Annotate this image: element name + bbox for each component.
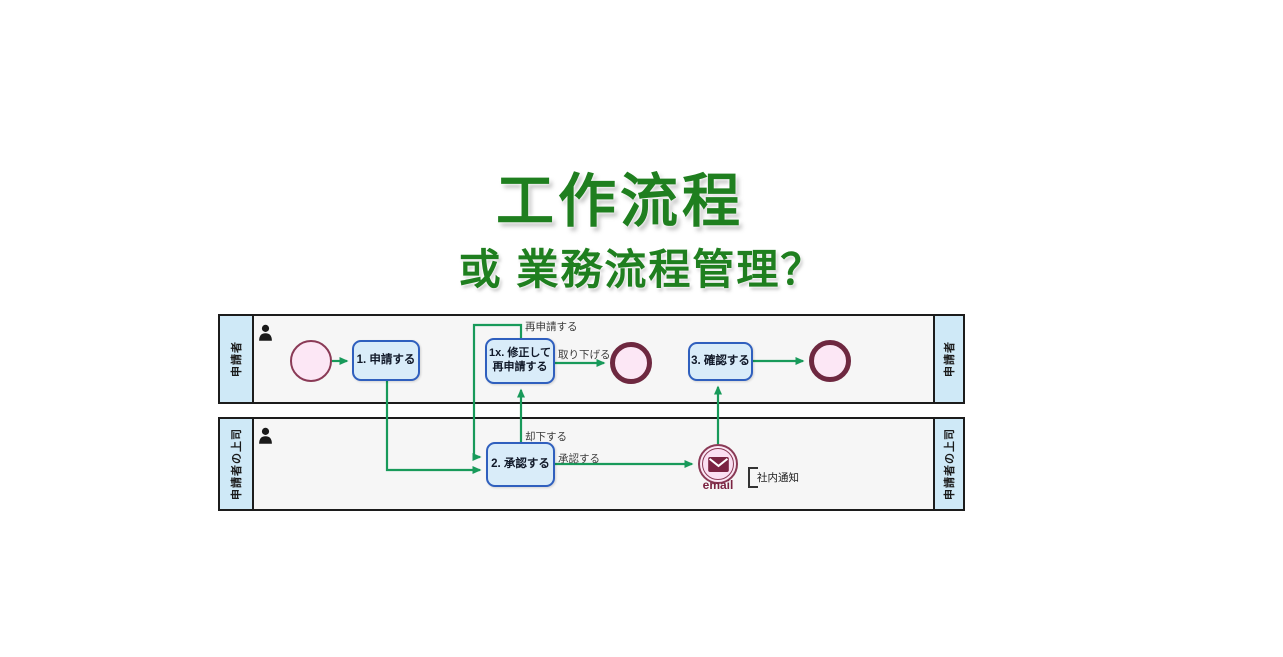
email-event-inner-ring [702, 448, 734, 480]
flow-label-reapply: 再申請する [525, 321, 578, 333]
email-message-event [698, 444, 738, 484]
text-annotation: 社内通知 [748, 467, 803, 488]
page-title: 工作流程 [495, 169, 744, 234]
bpmn-diagram: 申請者 申請者 申請者の上司 申請者の上司 [218, 314, 965, 511]
lane-applicant-body [254, 316, 933, 402]
person-icon [259, 427, 272, 444]
lane-boss-label-left: 申請者の上司 [220, 419, 254, 509]
lane-applicant-label-left: 申請者 [220, 316, 254, 402]
email-event-label: email [702, 478, 734, 492]
flow-label-approve: 承認する [558, 453, 600, 465]
flow-label-reject: 却下する [525, 431, 567, 443]
lane-boss-label-right: 申請者の上司 [933, 419, 963, 509]
lane-applicant-label-right: 申請者 [933, 316, 963, 402]
flow-label-withdraw: 取り下げる [558, 349, 611, 361]
lane-boss-body [254, 419, 933, 509]
task-apply: 1. 申請する [352, 340, 420, 381]
envelope-icon [707, 456, 729, 472]
start-event [290, 340, 332, 382]
person-icon [259, 324, 272, 341]
task-approve: 2. 承認する [486, 442, 555, 487]
task-fix-reapply: 1x. 修正して 再申請する [485, 338, 555, 384]
flow-connectors [332, 323, 805, 474]
page-subtitle: 或 業務流程管理？ [458, 246, 825, 293]
end-event-withdrawn [610, 342, 652, 384]
task-confirm: 3. 確認する [688, 342, 753, 381]
end-event-done [809, 340, 851, 382]
